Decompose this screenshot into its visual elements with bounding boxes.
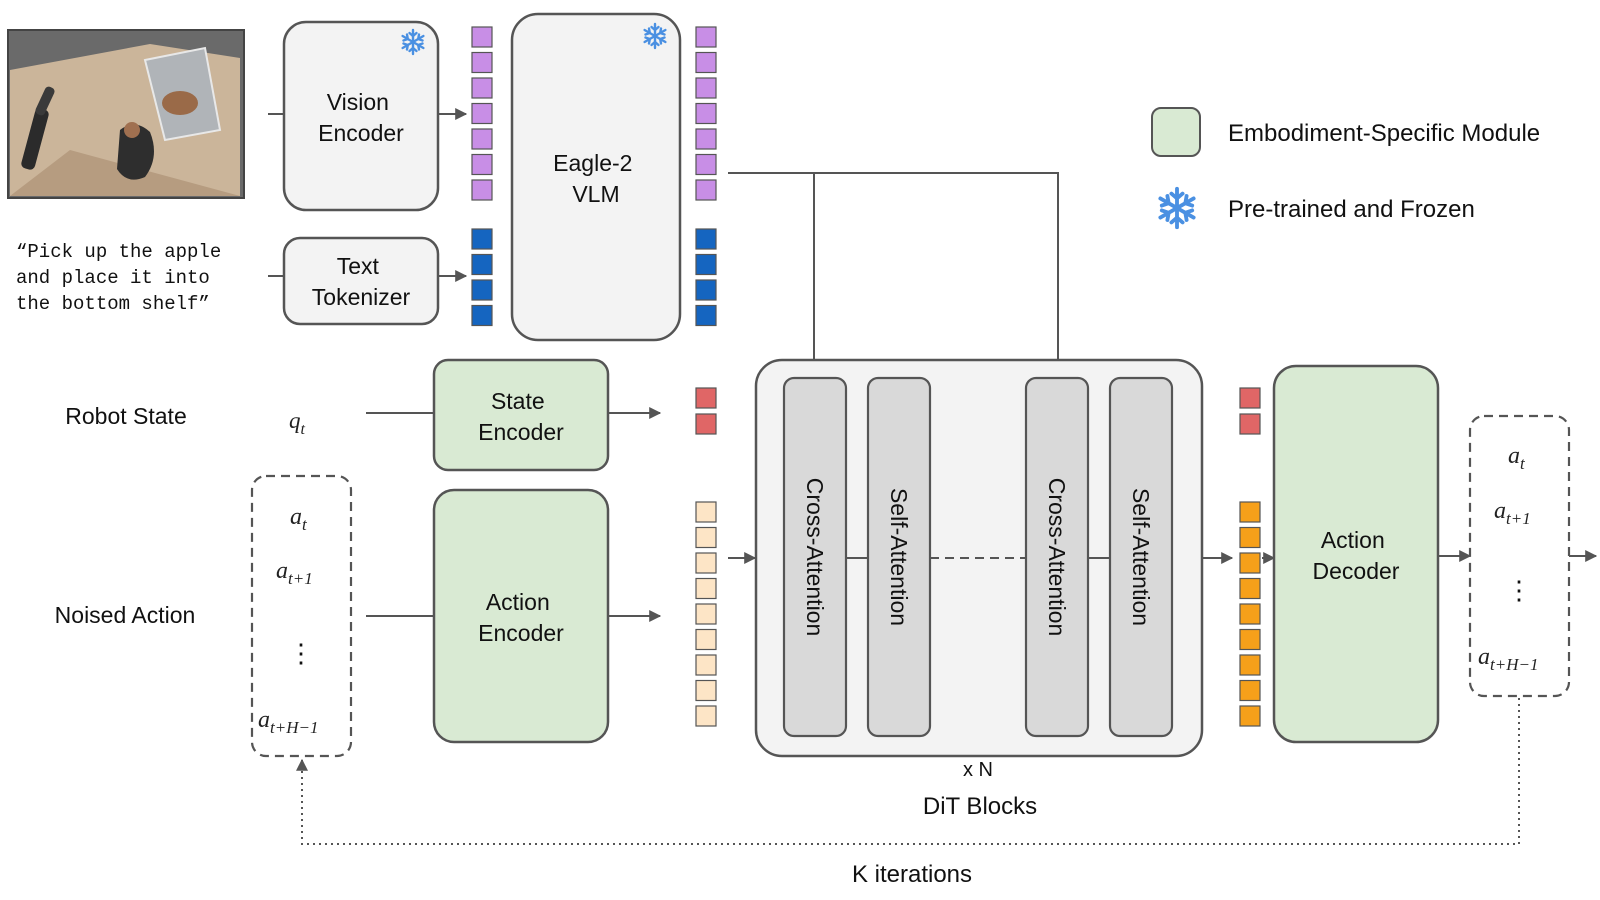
legend-frozen-label: Pre-trained and Frozen [1228,196,1475,223]
vision-token-column [471,26,493,201]
token [695,253,717,276]
action-encoder: Action Encoder [432,488,610,744]
vlm-vision-token-column [695,26,717,201]
svg-text:Cross-Attention: Cross-Attention [1044,478,1070,637]
token [1239,413,1261,435]
svg-text:Vision Encoder: Vision Encoder [318,89,404,146]
dit-caption: DiT Blocks [923,793,1037,820]
eagle-vlm: Eagle-2 VLM [510,12,682,342]
action-item: at+1 [1494,498,1531,528]
state-encoder: State Encoder [432,358,610,472]
token [1239,526,1261,549]
token [1239,628,1261,651]
iteration-loop-arrow [296,698,1520,845]
svg-text:Eagle-2 VLM: Eagle-2 VLM [553,150,639,207]
token [471,26,493,48]
action-decoder: Action Decoder [1272,364,1440,744]
token [1239,705,1261,727]
token [1239,577,1261,600]
token [695,501,717,523]
token [695,304,717,327]
token [695,26,717,48]
token [1239,654,1261,676]
token [695,228,717,250]
token [1239,552,1261,574]
token [695,654,717,676]
self-attention-block: Self-Attention [1108,376,1174,738]
dit-blocks: Cross-Attention Self-Attention Cross-Att… [754,358,1204,758]
svg-text:Action Encoder: Action Encoder [478,589,564,646]
token [695,679,717,702]
svg-text:Cross-Attention: Cross-Attention [802,478,828,637]
noised-action-token-column [695,501,717,727]
token [1239,603,1261,625]
token [695,628,717,651]
legend: Embodiment-Specific Module Pre-trained a… [1151,107,1540,230]
svg-text:Self-Attention: Self-Attention [1128,488,1154,626]
output-token-column [1239,501,1261,727]
token [695,179,717,201]
token [695,153,717,176]
token [695,128,717,150]
action-item: at+H−1 [1478,644,1538,674]
token [471,51,493,74]
action-item: at+1 [276,558,313,588]
token [695,705,717,727]
k-iterations-label: K iterations [852,861,972,888]
token [471,153,493,176]
token [695,526,717,549]
token [471,128,493,150]
token [695,603,717,625]
legend-green-swatch [1151,107,1201,157]
input-camera-image [7,29,245,199]
repeat-label: x N [963,759,993,781]
token [695,552,717,574]
token [695,279,717,301]
token [471,279,493,301]
robot-state-label: Robot State [65,403,186,429]
token [695,77,717,99]
svg-text:State Encoder: State Encoder [478,388,564,445]
action-item: at [1508,443,1526,473]
noised-action-label: Noised Action [55,602,196,628]
legend-embodiment-label: Embodiment-Specific Module [1228,120,1540,147]
self-attention-block: Self-Attention [866,376,932,738]
token [471,77,493,99]
token [471,304,493,327]
svg-text:Action Decoder: Action Decoder [1313,527,1400,584]
output-actions-box: at at+1 ⋮ at+H−1 [1468,414,1571,698]
vision-encoder: Vision Encoder [282,20,440,212]
token [695,102,717,125]
token [695,413,717,435]
text-tokenizer: Text Tokenizer [282,236,440,326]
token [1239,679,1261,702]
snowflake-icon [1158,186,1196,230]
token [1239,501,1261,523]
state-symbol: qt [289,408,306,438]
action-item: at [290,504,308,534]
instruction-text: “Pick up the apple and place it into the… [16,241,233,315]
cross-attention-block: Cross-Attention [782,376,848,738]
vlm-text-token-column [695,228,717,327]
token [695,51,717,74]
ellipsis: ⋮ [288,638,314,668]
cross-attention-block: Cross-Attention [1024,376,1090,738]
action-item: at+H−1 [258,707,318,737]
token [471,253,493,276]
state-token-column [695,387,717,435]
token [471,228,493,250]
noised-action-box: at at+1 ⋮ at+H−1 [250,474,353,758]
text-token-column [471,228,493,327]
svg-text:Text Tokenizer: Text Tokenizer [312,253,411,310]
token [695,387,717,409]
token [1239,387,1261,409]
state-output-token-column [1239,387,1261,435]
token [471,102,493,125]
token [695,577,717,600]
ellipsis: ⋮ [1506,575,1532,605]
token [471,179,493,201]
svg-text:Self-Attention: Self-Attention [886,488,912,626]
